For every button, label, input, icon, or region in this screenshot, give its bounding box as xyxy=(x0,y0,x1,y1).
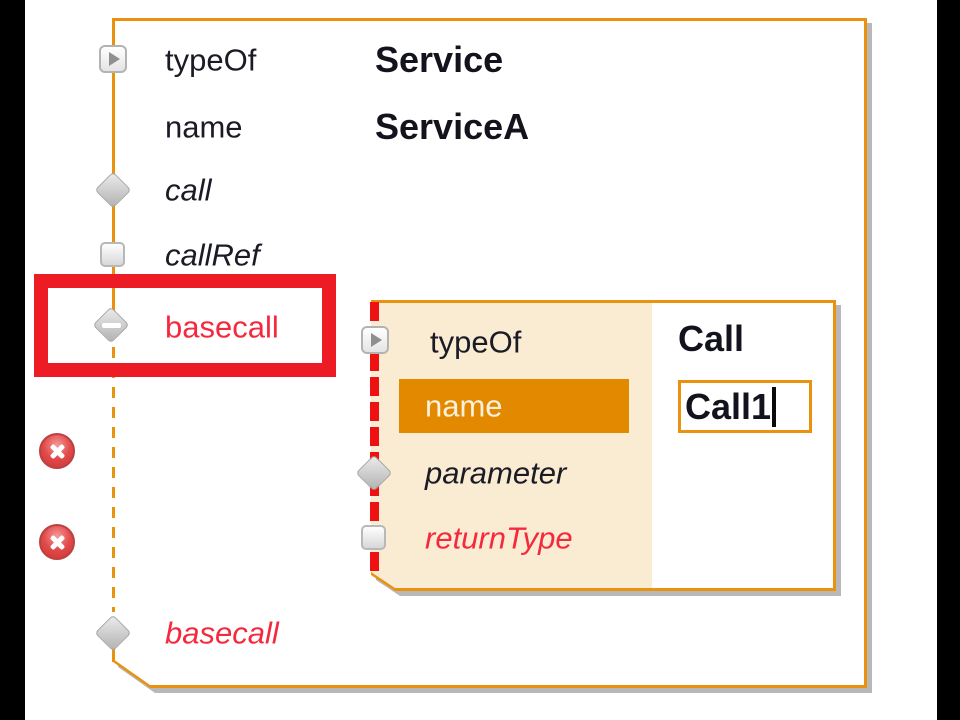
cell-label-basecall-error[interactable]: basecall xyxy=(165,615,279,651)
minus-glyph xyxy=(101,322,121,328)
selection-highlight-box xyxy=(34,274,336,377)
tree-line-solid-bottom xyxy=(112,648,115,662)
inner-node-fill xyxy=(371,303,833,588)
error-x-icon[interactable] xyxy=(39,433,75,469)
diamond-icon[interactable] xyxy=(355,454,393,492)
diamond-glyph xyxy=(355,454,393,492)
letterbox-bar-left xyxy=(0,0,25,720)
text-caret xyxy=(772,386,777,427)
cell-value-typeof[interactable]: Call xyxy=(678,318,745,359)
cell-label-call[interactable]: call xyxy=(165,172,212,208)
letterbox-bar-right xyxy=(937,0,960,720)
diamond-icon[interactable] xyxy=(94,614,132,652)
diamond-glyph xyxy=(94,614,132,652)
expand-arrow-icon[interactable] xyxy=(361,326,389,354)
cell-value-typeof[interactable]: Service xyxy=(375,39,504,80)
inner-node-call xyxy=(371,300,836,591)
inner-node-error-dashed-border xyxy=(370,302,379,575)
error-x-icon[interactable] xyxy=(39,524,75,560)
expand-arrow-icon[interactable] xyxy=(99,45,127,73)
tree-line-solid-top xyxy=(112,18,115,312)
triangle-glyph xyxy=(109,52,120,66)
diamond-icon[interactable] xyxy=(94,171,132,209)
name-edit-field[interactable]: Call1 xyxy=(678,380,812,433)
name-edit-value: Call1 xyxy=(685,385,772,427)
cell-label-returntype[interactable]: returnType xyxy=(425,520,573,556)
square-icon[interactable] xyxy=(361,525,386,550)
diamond-glyph xyxy=(94,171,132,209)
cell-label-typeof[interactable]: typeOf xyxy=(165,42,257,78)
square-icon[interactable] xyxy=(100,242,125,267)
tree-line-dotted xyxy=(112,347,115,612)
cell-label-basecall-selected[interactable]: basecall xyxy=(165,309,279,345)
triangle-glyph xyxy=(371,333,382,347)
cell-label-name-highlighted[interactable]: name xyxy=(425,388,503,424)
cell-label-callref[interactable]: callRef xyxy=(165,237,260,273)
collapse-diamond-icon[interactable] xyxy=(92,306,130,344)
cell-label-name[interactable]: name xyxy=(165,109,243,145)
cell-label-typeof[interactable]: typeOf xyxy=(430,324,522,360)
cell-value-name[interactable]: ServiceA xyxy=(375,106,530,147)
cell-label-parameter[interactable]: parameter xyxy=(425,455,567,491)
name-row-highlight[interactable] xyxy=(399,379,629,433)
